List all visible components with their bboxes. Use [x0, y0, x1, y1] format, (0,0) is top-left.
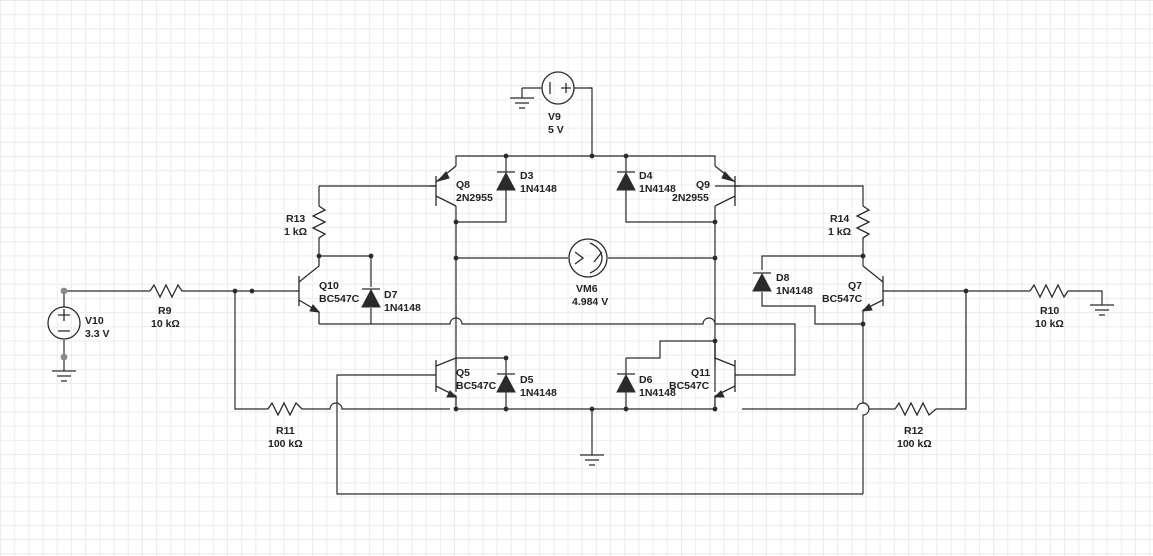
d7-value: 1N4148 — [384, 302, 421, 314]
ground-icon — [51, 370, 77, 382]
q10-name: Q10 — [319, 280, 339, 292]
transistor-q7: Q7 BC547C — [822, 265, 889, 312]
diode-d5: D5 1N4148 — [496, 373, 557, 399]
q7-value: BC547C — [822, 293, 863, 305]
vm6-value: 4.984 V — [572, 296, 608, 308]
resistor-r12: R12 100 kΩ — [894, 401, 937, 450]
r10-name: R10 — [1040, 305, 1059, 317]
d6-value: 1N4148 — [639, 387, 676, 399]
resistor-r11: R11 100 kΩ — [267, 401, 305, 450]
ground-icon — [509, 97, 535, 109]
r9-value: 10 kΩ — [151, 318, 180, 330]
v10-value: 3.3 V — [85, 328, 110, 340]
d7-name: D7 — [384, 289, 398, 301]
r14-name: R14 — [830, 213, 849, 225]
r10-value: 10 kΩ — [1035, 318, 1064, 330]
d5-value: 1N4148 — [520, 387, 557, 399]
q9-name: Q9 — [696, 179, 710, 191]
d3-name: D3 — [520, 170, 534, 182]
transistor-q10: Q10 BC547C — [296, 256, 360, 324]
q11-name: Q11 — [691, 367, 710, 379]
diode-d4: D4 1N4148 — [616, 170, 676, 195]
q8-name: Q8 — [456, 179, 470, 191]
resistor-r13: R13 1 kΩ — [284, 205, 327, 240]
transistor-q9: Q9 2N2955 — [672, 165, 741, 207]
voltmeter-vm6: VM6 4.984 V — [568, 238, 608, 308]
resistor-r10: R10 10 kΩ — [1029, 283, 1069, 330]
d5-name: D5 — [520, 374, 534, 386]
q9-value: 2N2955 — [672, 192, 709, 204]
d8-name: D8 — [776, 272, 790, 284]
source-v9: V9 5 V — [541, 71, 592, 136]
transistor-q5: Q5 BC547C — [430, 357, 497, 409]
v9-value: 5 V — [548, 124, 564, 136]
r13-value: 1 kΩ — [284, 226, 307, 238]
q10-value: BC547C — [319, 293, 360, 305]
ground-icon — [579, 454, 605, 466]
r12-name: R12 — [904, 425, 923, 437]
d4-name: D4 — [639, 170, 653, 182]
q5-value: BC547C — [456, 380, 497, 392]
r13-name: R13 — [286, 213, 305, 225]
q5-name: Q5 — [456, 367, 470, 379]
v9-name: V9 — [548, 111, 561, 123]
diode-d8: D8 1N4148 — [752, 272, 813, 297]
q7-name: Q7 — [848, 280, 862, 292]
d8-value: 1N4148 — [776, 285, 813, 297]
d4-value: 1N4148 — [639, 183, 676, 195]
q11-value: BC547C — [669, 380, 710, 392]
d3-value: 1N4148 — [520, 183, 557, 195]
resistor-r14: R14 1 kΩ — [828, 205, 871, 240]
resistor-r9: R9 10 kΩ — [149, 283, 185, 330]
r12-value: 100 kΩ — [897, 438, 932, 450]
r11-name: R11 — [276, 425, 295, 437]
transistor-q8: Q8 2N2955 — [430, 165, 493, 207]
junction-dots — [60, 153, 969, 412]
source-v10: V10 3.3 V — [47, 306, 110, 340]
vm6-name: VM6 — [576, 283, 598, 295]
diode-d3: D3 1N4148 — [496, 170, 557, 195]
r9-name: R9 — [158, 305, 172, 317]
r14-value: 1 kΩ — [828, 226, 851, 238]
d6-name: D6 — [639, 374, 653, 386]
diode-d7: D7 1N4148 — [361, 288, 421, 314]
diode-d6: D6 1N4148 — [616, 373, 676, 399]
q8-value: 2N2955 — [456, 192, 493, 204]
v10-name: V10 — [85, 315, 104, 327]
transistor-q11: Q11 BC547C — [669, 341, 740, 409]
ground-icon — [1089, 304, 1115, 316]
r11-value: 100 kΩ — [268, 438, 303, 450]
